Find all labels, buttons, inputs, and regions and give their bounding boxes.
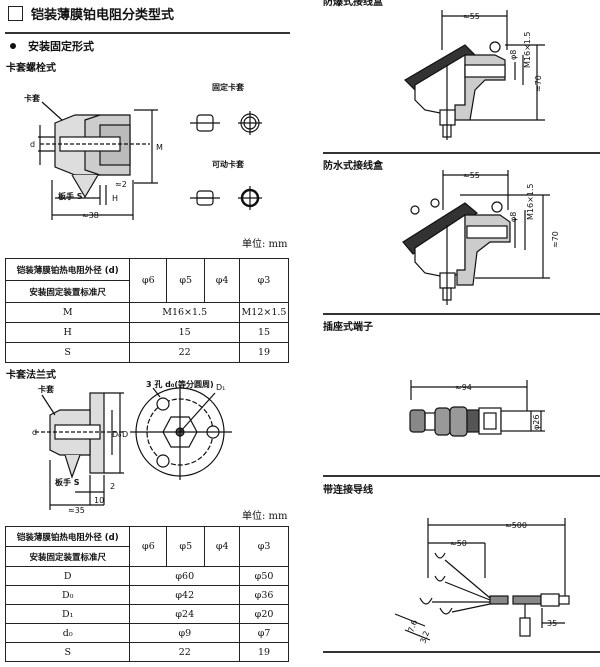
bolt-type-heading: 卡套螺栓式 <box>6 63 56 74</box>
dim-b-label: 3.2 <box>418 630 431 645</box>
tail-label: 35 <box>547 619 557 628</box>
width-label: ≈55 <box>463 12 480 21</box>
bullet-icon <box>10 43 16 49</box>
thread-label: M16×1.5 <box>526 183 535 220</box>
movable-ferrule-label: 可动卡套 <box>212 159 245 169</box>
approx35-label: ≈35 <box>68 506 85 515</box>
h-label: H <box>112 194 118 203</box>
col-phi5: φ5 <box>166 258 206 303</box>
lead-wire-drawing: ≈500 ≈50 35 7.6 3.2 <box>394 518 570 645</box>
dim2-label: 2 <box>110 482 115 491</box>
divider <box>323 313 600 315</box>
col-phi3: φ3 <box>238 258 290 303</box>
bolt-fitting-drawing: 卡套 d M ≈2 板手 S H ≈38 固定卡套 可动卡套 <box>24 82 262 220</box>
header-standard: 安装固定装置标准尺 <box>4 280 131 303</box>
waterproof-box-drawing: ≈55 φ8 M16×1.5 ≈70 <box>402 170 560 305</box>
m-label: M <box>156 143 163 152</box>
page-title: 铠装薄膜铂电阻分类型式 <box>8 4 174 23</box>
header-standard: 安装固定装置标准尺 <box>4 546 131 567</box>
socket-terminal-drawing: ≈94 φ26 <box>409 380 545 437</box>
col-phi5: φ5 <box>166 526 206 567</box>
unit-label: 单位: mm <box>242 511 288 522</box>
ferrule-label: 卡套 <box>24 93 41 103</box>
divider <box>323 475 600 477</box>
d-label: d <box>32 428 37 437</box>
explosion-proof-box-drawing: ≈55 φ8 M16×1.5 ≈70 <box>404 10 545 140</box>
unit-label: 单位: mm <box>242 239 288 250</box>
divider <box>5 32 290 34</box>
header-diameter: 铠装薄膜铂热电阻外径 (d) <box>4 526 131 547</box>
width-label: ≈55 <box>463 171 480 180</box>
flange-fitting-drawing: 卡套 d D₀ D 板手 S 2 10 ≈35 3 孔 d₀(等分圆周) D₁ <box>32 379 232 515</box>
holes-label: 3 孔 d₀(等分圆周) <box>146 379 214 389</box>
height-label: ≈70 <box>551 231 560 248</box>
section-heading: 安装固定形式 <box>10 38 94 54</box>
diameter-label: φ26 <box>532 415 541 430</box>
col-phi6: φ6 <box>129 258 168 303</box>
col-phi3: φ3 <box>239 526 289 567</box>
wrench-label: 板手 S <box>58 191 83 201</box>
split-label: ≈50 <box>450 539 467 548</box>
explosion-box-heading: 防爆式接线盒 <box>323 0 383 8</box>
waterproof-box-heading: 防水式接线盒 <box>323 161 383 172</box>
col-phi4: φ4 <box>204 526 241 567</box>
flange-type-heading: 卡套法兰式 <box>6 370 56 381</box>
thread-label: M16×1.5 <box>523 31 532 68</box>
dim10-label: 10 <box>94 496 104 505</box>
length-label: ≈94 <box>455 383 472 392</box>
socket-terminal-heading: 插座式端子 <box>323 322 373 333</box>
height-label: ≈70 <box>534 75 543 92</box>
d1-label: D₁ <box>216 383 225 392</box>
divider <box>323 152 600 154</box>
phi-label: φ8 <box>509 50 518 60</box>
col-phi6: φ6 <box>129 526 168 567</box>
d-label: d <box>30 140 35 149</box>
ferrule-label: 卡套 <box>38 384 55 394</box>
checkbox-icon <box>8 6 23 21</box>
divider <box>323 651 600 653</box>
wrench-label: 板手 S <box>55 477 80 487</box>
col-phi4: φ4 <box>204 258 240 303</box>
phi-label: φ8 <box>509 212 518 222</box>
fixed-ferrule-label: 固定卡套 <box>212 82 245 92</box>
approx2-label: ≈2 <box>115 180 127 189</box>
dim-a-label: 7.6 <box>406 619 419 634</box>
header-diameter: 铠装薄膜铂热电阻外径 (d) <box>4 258 131 281</box>
d0-label: D₀ <box>112 430 121 439</box>
length-label: ≈500 <box>505 521 527 530</box>
lead-wire-heading: 带连接导线 <box>323 485 373 496</box>
D-label: D <box>122 430 128 439</box>
approx38-label: ≈38 <box>82 211 99 220</box>
